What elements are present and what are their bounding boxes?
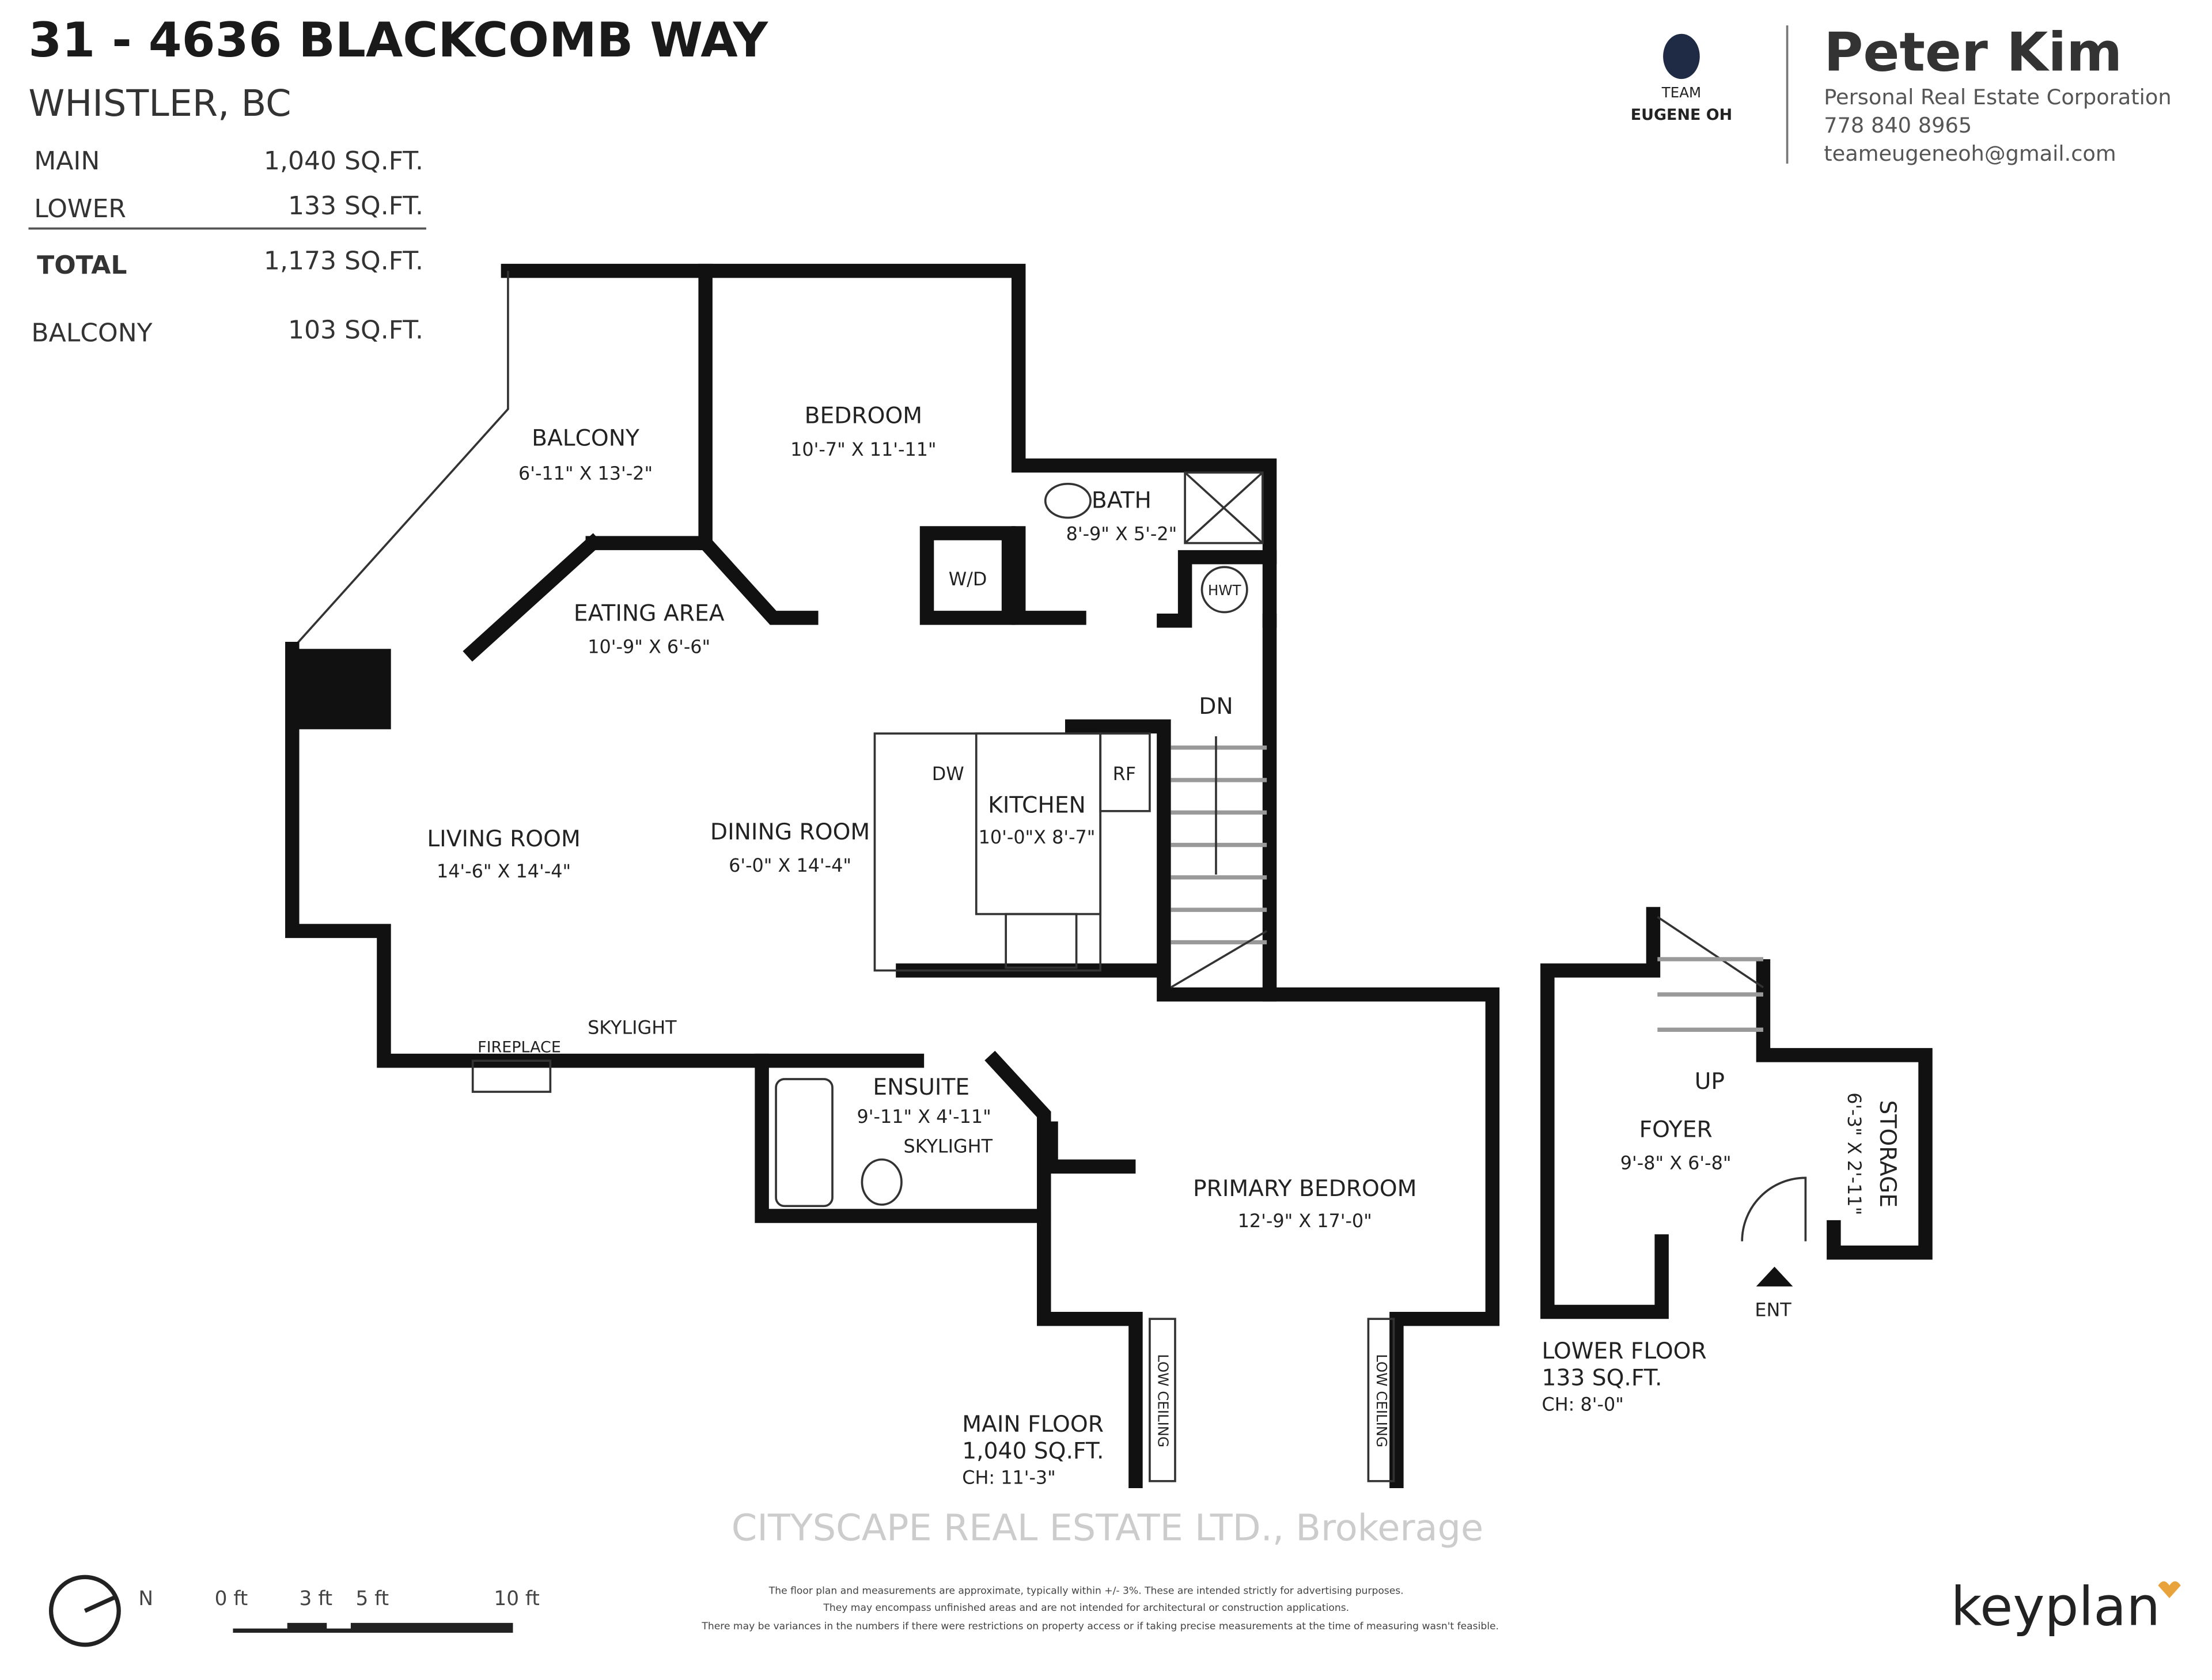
compass: N <box>48 1575 153 1647</box>
compass-icon <box>48 1575 121 1647</box>
room-dims: 10'-7" X 11'-11" <box>790 438 936 460</box>
room-name: PRIMARY BEDROOM <box>1193 1176 1416 1202</box>
address-title: 31 - 4636 BLACKCOMB WAY <box>28 12 768 68</box>
room-name: LIVING ROOM <box>427 826 580 852</box>
area-label: BALCONY <box>31 319 152 348</box>
svg-text:0 ft: 0 ft <box>215 1587 248 1610</box>
svg-text:5 ft: 5 ft <box>355 1587 389 1610</box>
ensuite-skylight-label: SKYLIGHT <box>904 1135 993 1157</box>
stairs-up-label: UP <box>1695 1069 1725 1095</box>
agent-name: Peter Kim <box>1824 21 2122 83</box>
main-floor-label: MAIN FLOOR 1,040 SQ.FT. CH: 11'-3" <box>962 1412 1104 1489</box>
svg-text:TEAM: TEAM <box>1661 84 1701 101</box>
svg-text:CH: 8'-0": CH: 8'-0" <box>1542 1393 1624 1415</box>
washer-dryer-label: W/D <box>949 568 987 590</box>
room-name: DINING ROOM <box>710 819 870 845</box>
fixture-labels: W/D HWT DW RF DN UP ENT SKYLIGHT SKYLIGH… <box>478 568 1791 1447</box>
area-label: TOTAL <box>37 251 127 280</box>
area-value: 103 SQ.FT. <box>288 316 423 345</box>
svg-text:EUGENE OH: EUGENE OH <box>1631 106 1732 124</box>
watermark: CITYSCAPE REAL ESTATE LTD., Brokerage <box>732 1507 1483 1550</box>
team-logo-icon <box>1663 33 1700 80</box>
room-name: FOYER <box>1639 1117 1713 1142</box>
entry-label: ENT <box>1755 1299 1791 1320</box>
main-floor-walls <box>285 263 1500 1489</box>
keyplan-logo: keyplan <box>1951 1576 2161 1638</box>
area-table: MAIN 1,040 SQ.FT. LOWER 133 SQ.FT. TOTAL… <box>28 146 426 348</box>
lower-floor-walls <box>1540 907 1933 1319</box>
dishwasher-label: DW <box>932 763 964 785</box>
svg-text:There may be variances in the: There may be variances in the numbers if… <box>701 1621 1499 1632</box>
stairs-down-label: DN <box>1199 694 1233 720</box>
svg-text:N: N <box>138 1587 153 1610</box>
lower-floor-label: LOWER FLOOR 133 SQ.FT. CH: 8'-0" <box>1542 1338 1707 1416</box>
room-dims: 8'-9" X 5'-2" <box>1066 523 1177 545</box>
svg-text:MAIN FLOOR: MAIN FLOOR <box>962 1412 1104 1437</box>
area-value: 1,173 SQ.FT. <box>264 247 423 276</box>
svg-text:CH: 11'-3": CH: 11'-3" <box>962 1467 1056 1489</box>
agent-company: Personal Real Estate Corporation <box>1824 85 2171 109</box>
fridge-label: RF <box>1113 763 1136 785</box>
room-name: EATING AREA <box>574 600 725 626</box>
area-value: 133 SQ.FT. <box>288 191 423 221</box>
entry-arrow-icon <box>1756 1266 1793 1287</box>
room-dims: 14'-6" X 14'-4" <box>437 860 571 882</box>
skylight-label: SKYLIGHT <box>588 1017 677 1039</box>
area-value: 1,040 SQ.FT. <box>264 146 423 176</box>
heart-icon <box>2158 1581 2181 1598</box>
svg-text:133 SQ.FT.: 133 SQ.FT. <box>1542 1365 1662 1391</box>
svg-text:They may encompass unfinished: They may encompass unfinished areas and … <box>823 1602 1349 1614</box>
agent-phone: 778 840 8965 <box>1824 113 1972 138</box>
room-dims: 10'-0"X 8'-7" <box>979 826 1096 848</box>
room-dims: 6'-3" X 2'-11" <box>1843 1092 1865 1215</box>
low-ceiling-label: LOW CEILING <box>1373 1354 1390 1447</box>
room-dims: 6'-11" X 13'-2" <box>518 462 653 484</box>
svg-text:The floor plan and measurement: The floor plan and measurements are appr… <box>768 1586 1404 1597</box>
room-name: BEDROOM <box>805 403 922 429</box>
room-dims: 9'-11" X 4'-11" <box>857 1106 991 1127</box>
city-subtitle: WHISTLER, BC <box>28 82 291 125</box>
room-dims: 12'-9" X 17'-0" <box>1238 1210 1372 1232</box>
stairs-down <box>1170 736 1268 989</box>
room-dims: 9'-8" X 6'-8" <box>1620 1152 1732 1174</box>
area-label: LOWER <box>34 194 126 224</box>
room-name: BATH <box>1092 487 1152 513</box>
scale-bar: 0 ft 3 ft 5 ft 10 ft <box>215 1587 540 1633</box>
disclaimer: The floor plan and measurements are appr… <box>701 1586 1499 1632</box>
agent-logo: TEAM EUGENE OH <box>1631 33 1732 124</box>
room-name: STORAGE <box>1874 1100 1900 1208</box>
hot-water-tank-label: HWT <box>1208 582 1242 599</box>
area-label: MAIN <box>34 146 100 176</box>
svg-text:10 ft: 10 ft <box>494 1587 539 1610</box>
svg-text:LOWER FLOOR: LOWER FLOOR <box>1542 1338 1707 1364</box>
room-dims: 10'-9" X 6'-6" <box>588 636 710 658</box>
room-dims: 6'-0" X 14'-4" <box>729 854 851 876</box>
agent-email: teameugeneoh@gmail.com <box>1824 141 2116 166</box>
room-name: ENSUITE <box>873 1074 969 1100</box>
low-ceiling-label: LOW CEILING <box>1155 1354 1172 1447</box>
room-labels: BALCONY 6'-11" X 13'-2" BEDROOM 10'-7" X… <box>427 403 1900 1232</box>
fireplace-label: FIREPLACE <box>478 1038 561 1056</box>
room-name: KITCHEN <box>988 792 1086 818</box>
room-name: BALCONY <box>532 426 639 452</box>
svg-text:3 ft: 3 ft <box>300 1587 333 1610</box>
svg-text:1,040 SQ.FT.: 1,040 SQ.FT. <box>962 1439 1104 1465</box>
